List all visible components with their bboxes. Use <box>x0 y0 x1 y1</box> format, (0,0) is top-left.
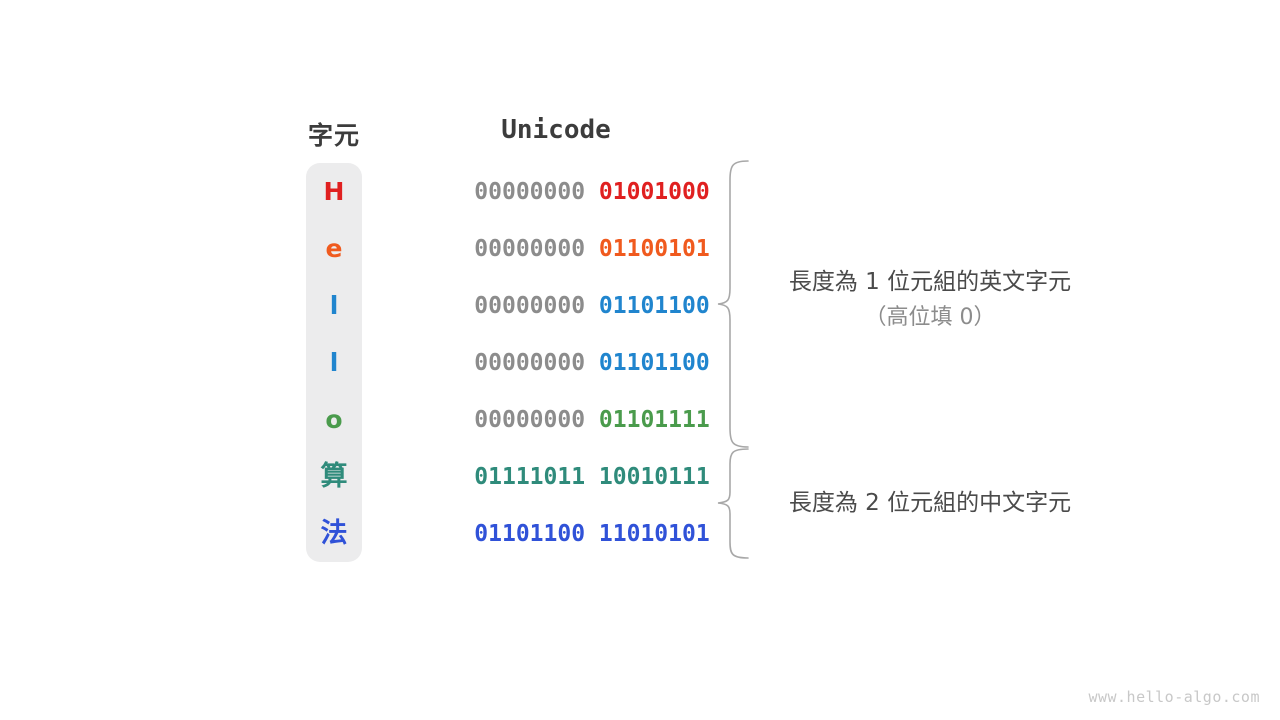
binary-low-byte: 01101111 <box>598 406 710 433</box>
annotation-cjk-line1: 長度為 2 位元組的中文字元 <box>788 490 1072 516</box>
character-glyph: e <box>325 234 343 263</box>
character-glyph: 算 <box>320 461 348 492</box>
table-row: H 00000000 01001000 <box>306 163 746 220</box>
binary-value: 00000000 01101111 <box>432 407 752 433</box>
binary-value: 01101100 11010101 <box>432 521 752 547</box>
table-row: o 00000000 01101111 <box>306 391 746 448</box>
character-glyph: o <box>325 405 343 434</box>
binary-high-byte: 00000000 <box>474 349 586 376</box>
binary-value: 00000000 01101100 <box>432 350 752 376</box>
binary-low-byte: 10010111 <box>598 463 710 490</box>
binary-low-byte: 01101100 <box>598 292 710 319</box>
binary-high-byte: 00000000 <box>474 178 586 205</box>
binary-value: 00000000 01100101 <box>432 236 752 262</box>
annotation-ascii-line1: 長度為 1 位元組的英文字元 <box>788 269 1072 295</box>
binary-high-byte: 00000000 <box>474 292 586 319</box>
annotation-cjk: 長度為 2 位元組的中文字元 <box>730 485 1130 521</box>
binary-high-byte: 00000000 <box>474 406 586 433</box>
binary-high-byte: 01111011 <box>474 463 586 490</box>
binary-low-byte: 01101100 <box>598 349 710 376</box>
binary-high-byte: 00000000 <box>474 235 586 262</box>
binary-value: 00000000 01001000 <box>432 179 752 205</box>
column-header-character: 字元 <box>307 121 360 150</box>
character-glyph: 法 <box>320 518 348 549</box>
binary-low-byte: 01100101 <box>598 235 710 262</box>
character-column-background <box>306 163 362 562</box>
binary-value: 01111011 10010111 <box>432 464 752 490</box>
table-row: 算 01111011 10010111 <box>306 448 746 505</box>
binary-high-byte: 01101100 <box>474 520 586 547</box>
character-glyph: l <box>329 291 339 320</box>
table-row: 法 01101100 11010101 <box>306 505 746 562</box>
character-glyph: H <box>323 177 345 206</box>
table-row: l 00000000 01101100 <box>306 334 746 391</box>
binary-value: 00000000 01101100 <box>432 293 752 319</box>
watermark: www.hello-algo.com <box>1088 688 1260 706</box>
binary-low-byte: 11010101 <box>598 520 710 547</box>
annotation-ascii-line2: （高位填 0） <box>864 305 996 330</box>
annotation-ascii: 長度為 1 位元組的英文字元 （高位填 0） <box>730 264 1130 336</box>
table-row: e 00000000 01100101 <box>306 220 746 277</box>
binary-low-byte: 01001000 <box>598 178 710 205</box>
table-row: l 00000000 01101100 <box>306 277 746 334</box>
column-header-unicode: Unicode <box>501 115 611 145</box>
character-glyph: l <box>329 348 339 377</box>
